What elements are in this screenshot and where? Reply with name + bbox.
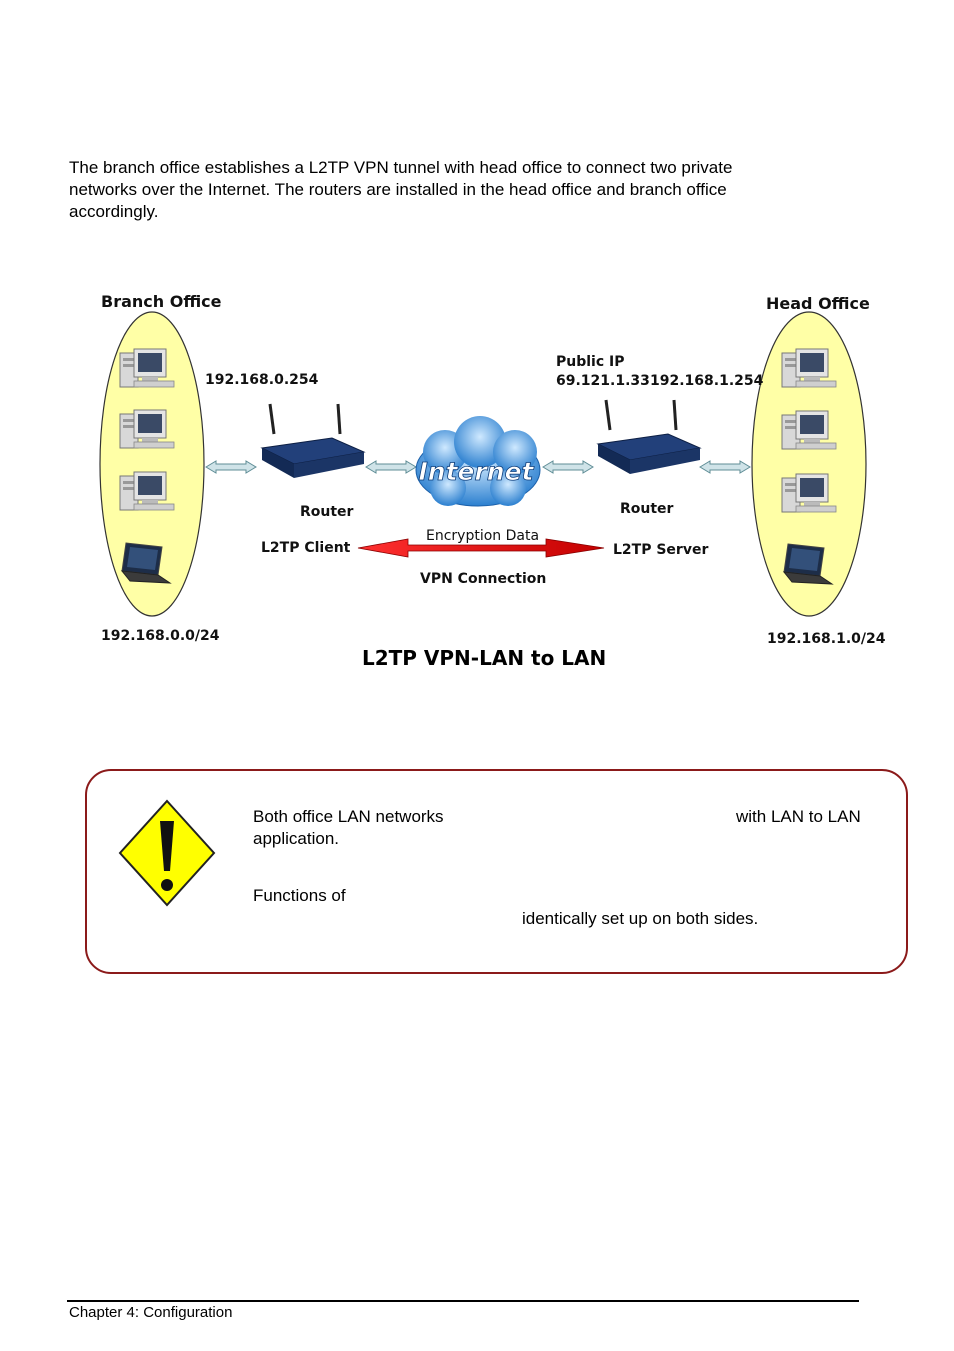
branch-subnet-label: 192.168.0.0/24 bbox=[101, 628, 220, 644]
router-right-label: Router bbox=[620, 501, 674, 517]
l2tp-server-label: L2TP Server bbox=[613, 542, 708, 558]
lan-link-arrow-right bbox=[699, 460, 751, 474]
intro-line-1: The branch office establishes a L2TP VPN… bbox=[69, 158, 733, 177]
branch-pc-1 bbox=[119, 348, 175, 388]
note-line-1c: application. bbox=[253, 829, 340, 848]
lan-link-arrow-left bbox=[205, 460, 257, 474]
intro-paragraph: The branch office establishes a L2TP VPN… bbox=[69, 157, 849, 223]
intro-line-2: networks over the Internet. The routers … bbox=[69, 180, 727, 199]
footer-chapter: Chapter 4: Configuration bbox=[69, 1304, 233, 1321]
note-line-1b: with LAN to LAN bbox=[736, 807, 861, 826]
wan-link-arrow-left bbox=[365, 460, 417, 474]
l2tp-client-label: L2TP Client bbox=[261, 540, 351, 556]
branch-office-label: Branch Office bbox=[101, 292, 222, 311]
note-line-2a: Functions of bbox=[253, 886, 346, 905]
head-router-icon bbox=[596, 398, 702, 476]
vpn-connection-label: VPN Connection bbox=[420, 571, 546, 587]
head-lan-ellipse bbox=[751, 311, 867, 617]
head-router-ip: 192.168.1.254 bbox=[650, 373, 764, 389]
head-pc-3 bbox=[781, 473, 837, 513]
head-pc-1 bbox=[781, 348, 837, 388]
note-line-1a: Both office LAN networks bbox=[253, 807, 444, 826]
head-subnet-label: 192.168.1.0/24 bbox=[767, 631, 886, 647]
internet-label: Internet bbox=[418, 457, 534, 486]
wan-link-arrow-right bbox=[542, 460, 594, 474]
router-left-label: Router bbox=[300, 504, 354, 520]
head-pc-2 bbox=[781, 410, 837, 450]
branch-pc-3 bbox=[119, 471, 175, 511]
branch-router-ip: 192.168.0.254 bbox=[205, 372, 319, 388]
public-ip-label: Public IP bbox=[556, 354, 625, 370]
vpn-tunnel-arrow bbox=[357, 538, 605, 558]
intro-line-3: accordingly. bbox=[69, 202, 159, 221]
branch-router-icon bbox=[260, 402, 366, 480]
public-ip-value: 69.121.1.33 bbox=[556, 373, 650, 389]
branch-lan-ellipse bbox=[99, 311, 205, 617]
branch-pc-2 bbox=[119, 409, 175, 449]
encryption-data-label: Encryption Data bbox=[426, 528, 539, 544]
diagram-title: L2TP VPN-LAN to LAN bbox=[362, 646, 606, 670]
warning-icon bbox=[118, 799, 216, 907]
note-box bbox=[85, 769, 908, 974]
head-office-label: Head Office bbox=[766, 294, 870, 313]
network-diagram: Internet Branch Office Head Office 192.1… bbox=[99, 292, 886, 670]
note-line-2b: identically set up on both sides. bbox=[522, 909, 759, 928]
internet-cloud-icon bbox=[415, 416, 541, 507]
footer-divider bbox=[67, 1300, 859, 1302]
